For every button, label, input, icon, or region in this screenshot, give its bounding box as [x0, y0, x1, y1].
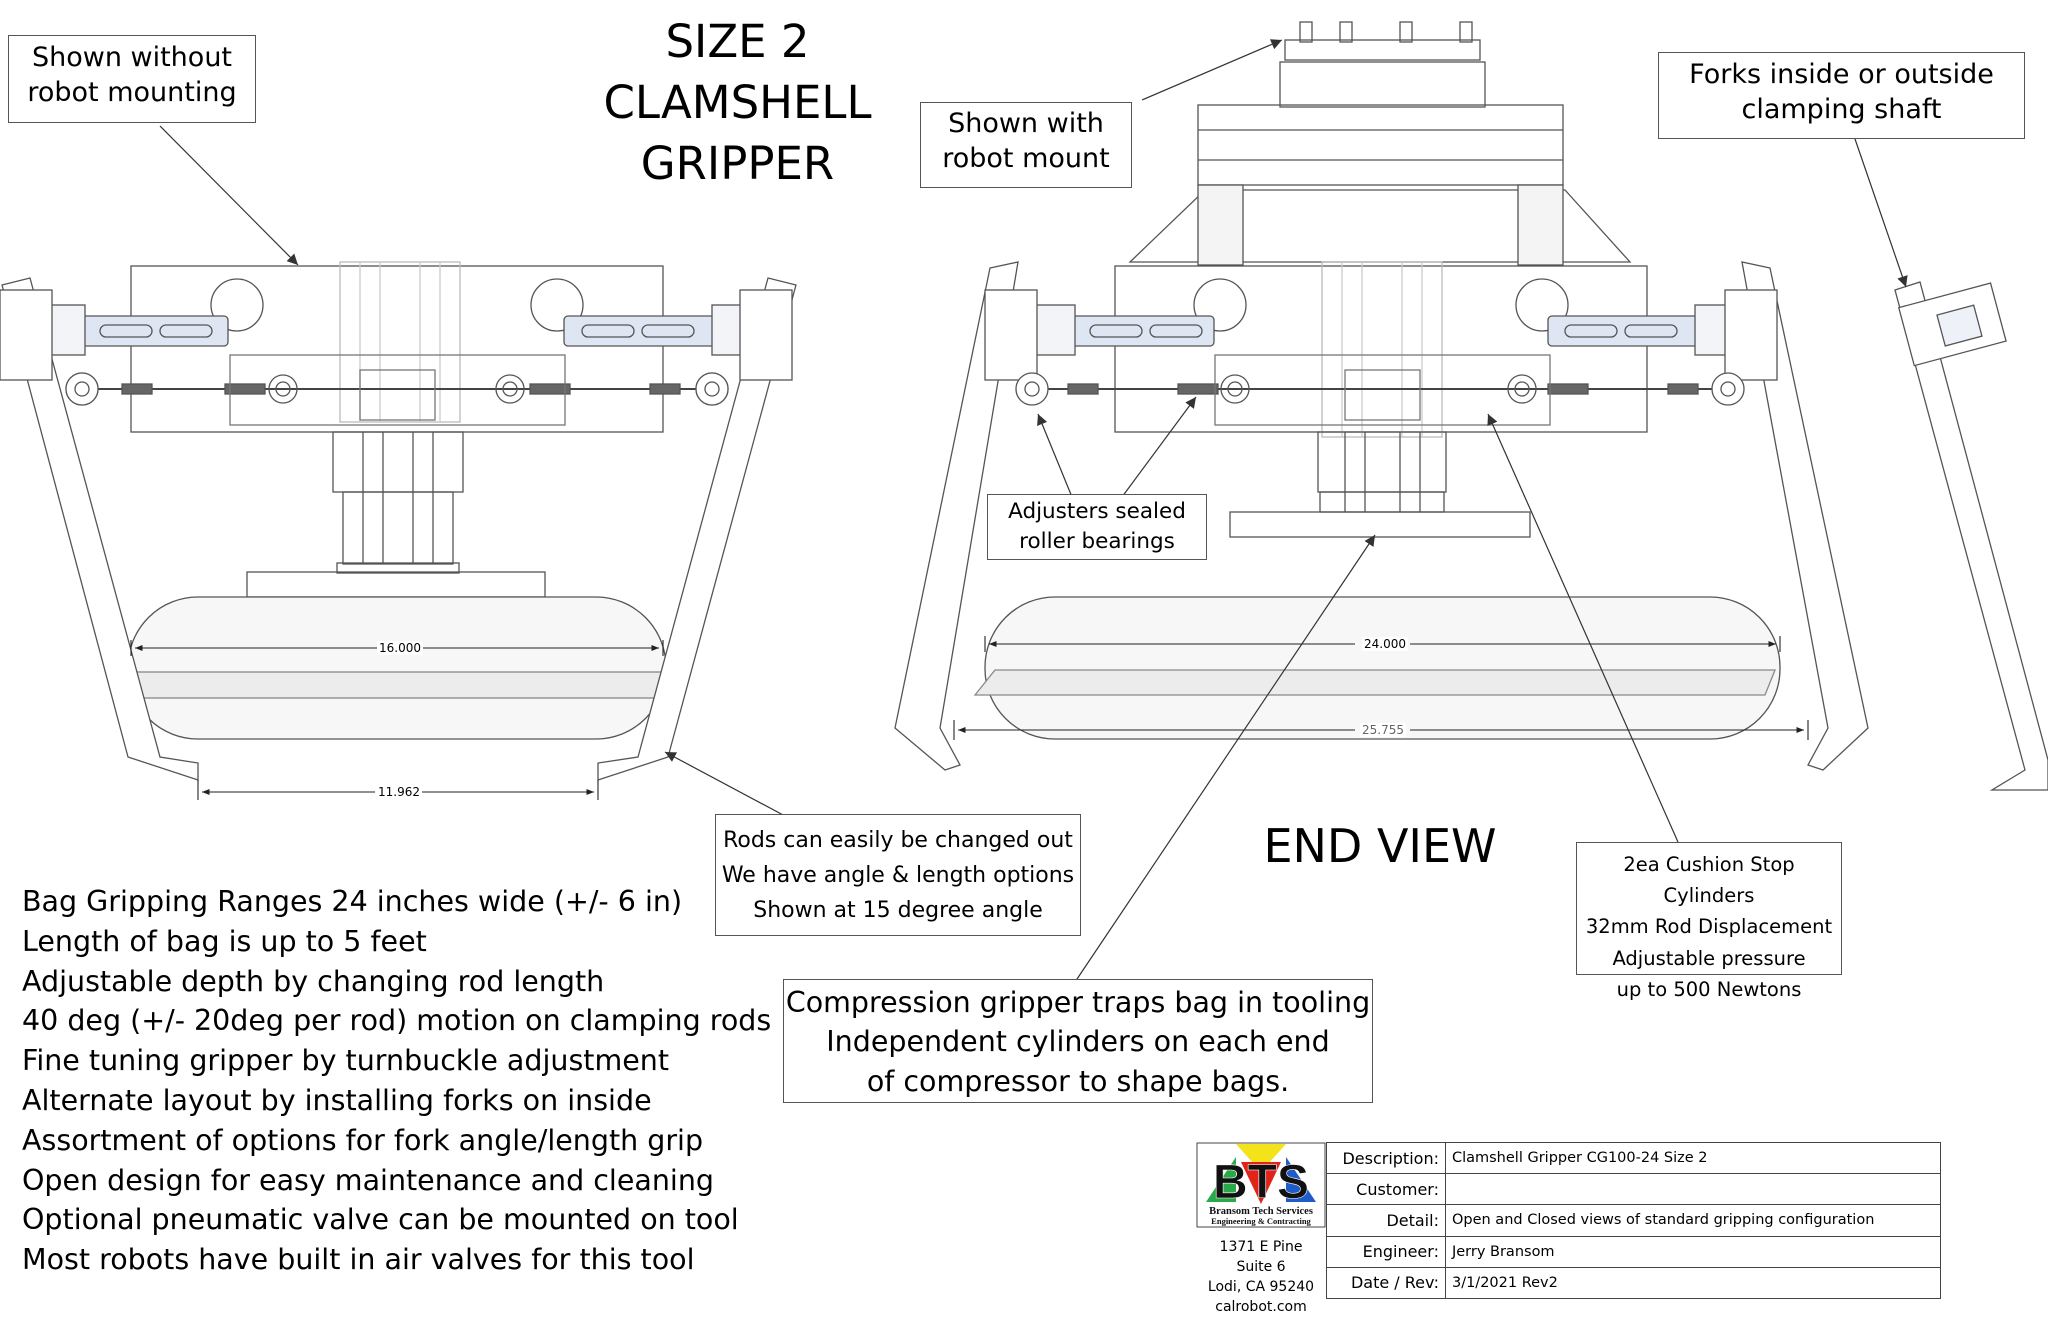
title-line-2: CLAMSHELL [603, 75, 872, 129]
note-item: Most robots have built in air valves for… [22, 1243, 695, 1277]
table-row: Description: Clamshell Gripper CG100-24 … [1326, 1141, 1942, 1175]
left-dimensions [130, 640, 664, 800]
callout-compression-line-3: of compressor to shape bags. [866, 1064, 1290, 1098]
callout-with-mount-line-1: Shown with [948, 108, 1104, 139]
row-label: Date / Rev: [1326, 1266, 1446, 1299]
callout-compression-line-1: Compression gripper traps bag in tooling [785, 986, 1371, 1019]
callout-with-mount-line-2: robot mount [942, 143, 1110, 175]
title-line-1: SIZE 2 [665, 15, 810, 68]
callout-cylinders-line-2: 32mm Rod Displacement [1585, 915, 1833, 939]
address-line: Lodi, CA 95240 [1207, 1279, 1315, 1295]
callout-adjusters-line-2: roller bearings [1019, 529, 1175, 555]
callout-forks-line-2: clamping shaft [1741, 94, 1942, 126]
callout-rods: Rods can easily be changed out We have a… [715, 814, 1081, 936]
address-line: calrobot.com [1215, 1299, 1307, 1315]
row-label: Detail: [1326, 1204, 1446, 1237]
callout-adjusters-line-1: Adjusters sealed [1008, 499, 1186, 524]
callout-with-mount: Shown with robot mount [920, 102, 1132, 188]
right-gripper-view [894, 21, 1869, 771]
logo-text: BTS [1213, 1156, 1309, 1209]
row-value: 3/1/2021 Rev2 [1444, 1266, 1942, 1299]
title-block: BTS Bransom Tech Services Engineering & … [1196, 1141, 1942, 1315]
table-row: Date / Rev: 3/1/2021 Rev2 [1326, 1266, 1942, 1299]
bts-logo: BTS Bransom Tech Services Engineering & … [1196, 1142, 1326, 1228]
table-row: Customer: [1326, 1173, 1942, 1206]
fork-detail-view [1894, 281, 2048, 791]
logo-company-sub: Engineering & Contracting [1211, 1216, 1311, 1226]
left-gripper-view [0, 261, 797, 781]
row-value [1444, 1173, 1942, 1206]
callout-without-mount-line-2: robot mounting [27, 77, 237, 109]
company-address: 1371 E Pine Suite 6 Lodi, CA 95240 calro… [1196, 1237, 1326, 1317]
feature-notes: Bag Gripping Ranges 24 inches wide (+/- … [22, 882, 771, 1280]
leader-lines [159, 39, 1908, 983]
dim-left-bag: 16.000 [377, 641, 423, 655]
note-item: Bag Gripping Ranges 24 inches wide (+/- … [22, 885, 683, 918]
note-item: Open design for easy maintenance and cle… [22, 1163, 714, 1197]
note-item: Alternate layout by installing forks on … [22, 1083, 652, 1117]
callout-compression-line-2: Independent cylinders on each end [826, 1025, 1330, 1059]
callout-cylinders-line-4: up to 500 Newtons [1616, 977, 1802, 1001]
end-view-label: END VIEW [1263, 819, 1497, 873]
callout-adjusters: Adjusters sealed roller bearings [987, 494, 1207, 560]
callout-forks: Forks inside or outside clamping shaft [1658, 52, 2025, 139]
page-title: SIZE 2 CLAMSHELL GRIPPER [570, 12, 905, 194]
callout-cylinders-line-3: Adjustable pressure [1612, 946, 1806, 970]
logo-company: Bransom Tech Services [1209, 1206, 1313, 1217]
row-value: Clamshell Gripper CG100-24 Size 2 [1444, 1141, 1942, 1175]
callout-rods-line-3: Shown at 15 degree angle [753, 898, 1043, 924]
callout-cylinders-line-1: 2ea Cushion Stop Cylinders [1623, 853, 1795, 908]
right-dimensions [953, 636, 1809, 740]
note-item: Fine tuning gripper by turnbuckle adjust… [22, 1044, 670, 1078]
title-line-3: GRIPPER [640, 136, 835, 190]
dim-left-gap: 11.962 [376, 785, 422, 799]
row-label: Description: [1326, 1141, 1446, 1175]
callout-without-mount-line-1: Shown without [31, 42, 233, 73]
callout-compression: Compression gripper traps bag in tooling… [783, 979, 1373, 1103]
callout-rods-line-2: We have angle & length options [721, 863, 1075, 889]
note-item: Length of bag is up to 5 feet [22, 924, 427, 958]
callout-cylinders: 2ea Cushion Stop Cylinders 32mm Rod Disp… [1576, 842, 1842, 1001]
table-row: Detail: Open and Closed views of standar… [1326, 1204, 1942, 1237]
row-label: Engineer: [1326, 1235, 1446, 1268]
dim-right-bag: 24.000 [1362, 637, 1408, 651]
row-label: Customer: [1326, 1173, 1446, 1206]
dim-right-overall: 25.755 [1360, 723, 1406, 737]
title-block-table: Description: Clamshell Gripper CG100-24 … [1326, 1141, 1942, 1299]
callout-without-mount: Shown without robot mounting [8, 35, 256, 123]
address-line: 1371 E Pine [1219, 1239, 1303, 1255]
row-value: Open and Closed views of standard grippi… [1444, 1204, 1942, 1237]
note-item: Adjustable depth by changing rod length [22, 964, 605, 998]
callout-rods-line-1: Rods can easily be changed out [723, 828, 1073, 853]
note-item: 40 deg (+/- 20deg per rod) motion on cla… [22, 1004, 772, 1038]
row-value: Jerry Bransom [1444, 1235, 1942, 1268]
note-item: Assortment of options for fork angle/len… [22, 1123, 704, 1157]
note-item: Optional pneumatic valve can be mounted … [22, 1203, 739, 1237]
callout-forks-line-1: Forks inside or outside [1689, 59, 1994, 90]
address-line: Suite 6 [1236, 1259, 1286, 1275]
table-row: Engineer: Jerry Bransom [1326, 1235, 1942, 1268]
